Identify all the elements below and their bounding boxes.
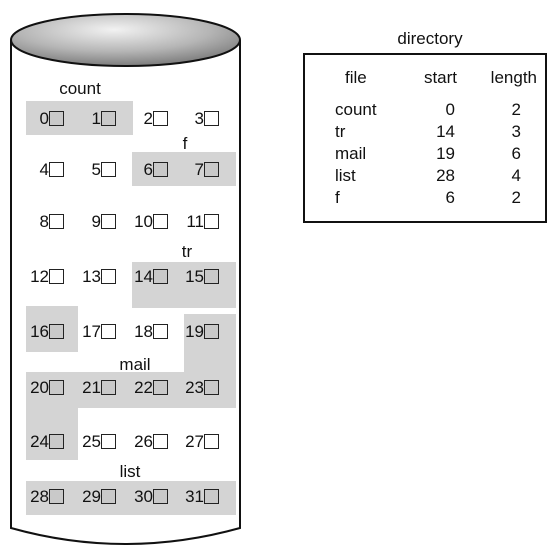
block-26	[153, 434, 168, 449]
block-17	[101, 324, 116, 339]
disk-label-f: f	[175, 135, 195, 152]
block-27	[204, 434, 219, 449]
block-3	[204, 111, 219, 126]
block-number-25: 25	[72, 433, 101, 450]
row-start: 28	[405, 167, 455, 184]
block-number-22: 22	[123, 379, 153, 396]
block-number-28: 28	[20, 488, 49, 505]
block-14	[153, 269, 168, 284]
row-length: 3	[471, 123, 521, 140]
block-number-17: 17	[72, 323, 101, 340]
row-length: 2	[471, 189, 521, 206]
block-number-20: 20	[20, 379, 49, 396]
block-18	[153, 324, 168, 339]
disk-label-tr: tr	[172, 243, 202, 260]
block-number-12: 12	[20, 268, 49, 285]
block-number-2: 2	[123, 110, 153, 127]
block-9	[101, 214, 116, 229]
cylinder-top	[11, 14, 240, 66]
row-length: 2	[471, 101, 521, 118]
block-16	[49, 324, 64, 339]
block-20	[49, 380, 64, 395]
block-30	[153, 489, 168, 504]
row-file: list	[335, 167, 415, 184]
block-number-14: 14	[123, 268, 153, 285]
block-7	[204, 162, 219, 177]
block-number-19: 19	[175, 323, 204, 340]
block-number-4: 4	[20, 161, 49, 178]
disk-label-list: list	[110, 463, 150, 480]
block-number-3: 3	[175, 110, 204, 127]
block-31	[204, 489, 219, 504]
block-number-29: 29	[72, 488, 101, 505]
block-number-0: 0	[20, 110, 49, 127]
block-number-9: 9	[72, 213, 101, 230]
header-start: start	[407, 69, 457, 86]
block-10	[153, 214, 168, 229]
row-length: 4	[471, 167, 521, 184]
block-number-30: 30	[123, 488, 153, 505]
row-start: 0	[405, 101, 455, 118]
block-number-26: 26	[123, 433, 153, 450]
row-length: 6	[471, 145, 521, 162]
block-number-8: 8	[20, 213, 49, 230]
block-2	[153, 111, 168, 126]
block-28	[49, 489, 64, 504]
block-number-1: 1	[72, 110, 101, 127]
header-length: length	[477, 69, 537, 86]
block-11	[204, 214, 219, 229]
block-15	[204, 269, 219, 284]
block-number-18: 18	[123, 323, 153, 340]
block-number-23: 23	[175, 379, 204, 396]
block-number-11: 11	[175, 213, 204, 230]
block-number-21: 21	[72, 379, 101, 396]
block-12	[49, 269, 64, 284]
block-0	[49, 111, 64, 126]
directory-title: directory	[304, 29, 551, 49]
block-number-6: 6	[123, 161, 153, 178]
block-number-24: 24	[20, 433, 49, 450]
disk-label-mail: mail	[110, 356, 160, 373]
block-number-5: 5	[72, 161, 101, 178]
row-start: 19	[405, 145, 455, 162]
block-number-7: 7	[175, 161, 204, 178]
block-13	[101, 269, 116, 284]
block-number-10: 10	[123, 213, 153, 230]
block-number-16: 16	[20, 323, 49, 340]
block-1	[101, 111, 116, 126]
block-4	[49, 162, 64, 177]
row-file: tr	[335, 123, 415, 140]
block-29	[101, 489, 116, 504]
directory-table: file start length count 0 2 tr 14 3 mail…	[303, 53, 547, 223]
block-number-15: 15	[175, 268, 204, 285]
row-file: mail	[335, 145, 415, 162]
row-start: 14	[405, 123, 455, 140]
block-23	[204, 380, 219, 395]
block-5	[101, 162, 116, 177]
block-19	[204, 324, 219, 339]
disk-label-count: count	[50, 80, 110, 97]
block-number-27: 27	[175, 433, 204, 450]
row-start: 6	[405, 189, 455, 206]
block-6	[153, 162, 168, 177]
row-file: f	[335, 189, 415, 206]
block-24	[49, 434, 64, 449]
block-22	[153, 380, 168, 395]
block-21	[101, 380, 116, 395]
block-8	[49, 214, 64, 229]
block-number-31: 31	[175, 488, 204, 505]
row-file: count	[335, 101, 415, 118]
block-25	[101, 434, 116, 449]
block-number-13: 13	[72, 268, 101, 285]
